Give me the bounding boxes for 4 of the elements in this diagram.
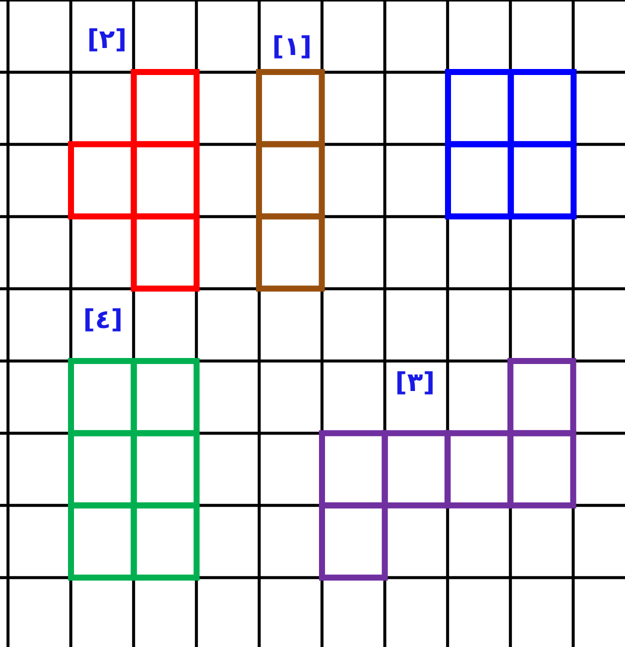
shape-number: [١] (272, 32, 312, 62)
shape-number: [٤] (83, 305, 123, 335)
shape-number: [٢] (87, 25, 127, 55)
shape-number: [٣] (395, 368, 435, 398)
